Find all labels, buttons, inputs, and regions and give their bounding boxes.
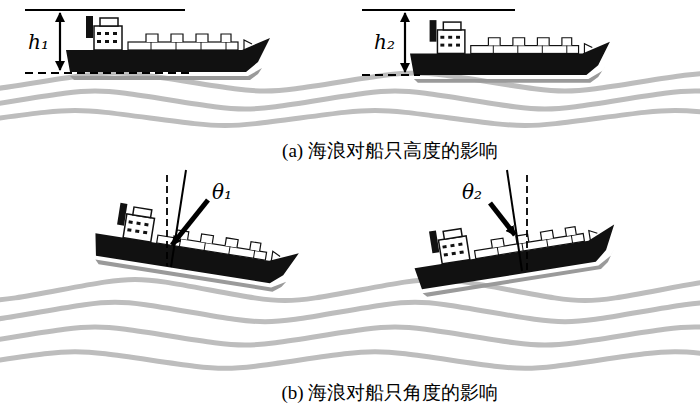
- angle-symbol: θ₂: [462, 180, 482, 204]
- wave-line: [0, 352, 700, 369]
- angle-symbol: θ₁: [212, 180, 232, 204]
- height-symbol: h₁: [28, 30, 49, 54]
- wave-line: [0, 280, 700, 301]
- wave-line: [0, 327, 700, 345]
- panel-caption: (b) 海浪对船只角度的影响: [282, 380, 499, 406]
- height-symbol: h₂: [374, 30, 395, 54]
- panel-caption: (a) 海浪对船只高度的影响: [282, 138, 498, 164]
- wave-line: [0, 302, 700, 322]
- wave-line: [0, 111, 700, 126]
- wave-line: [0, 91, 700, 109]
